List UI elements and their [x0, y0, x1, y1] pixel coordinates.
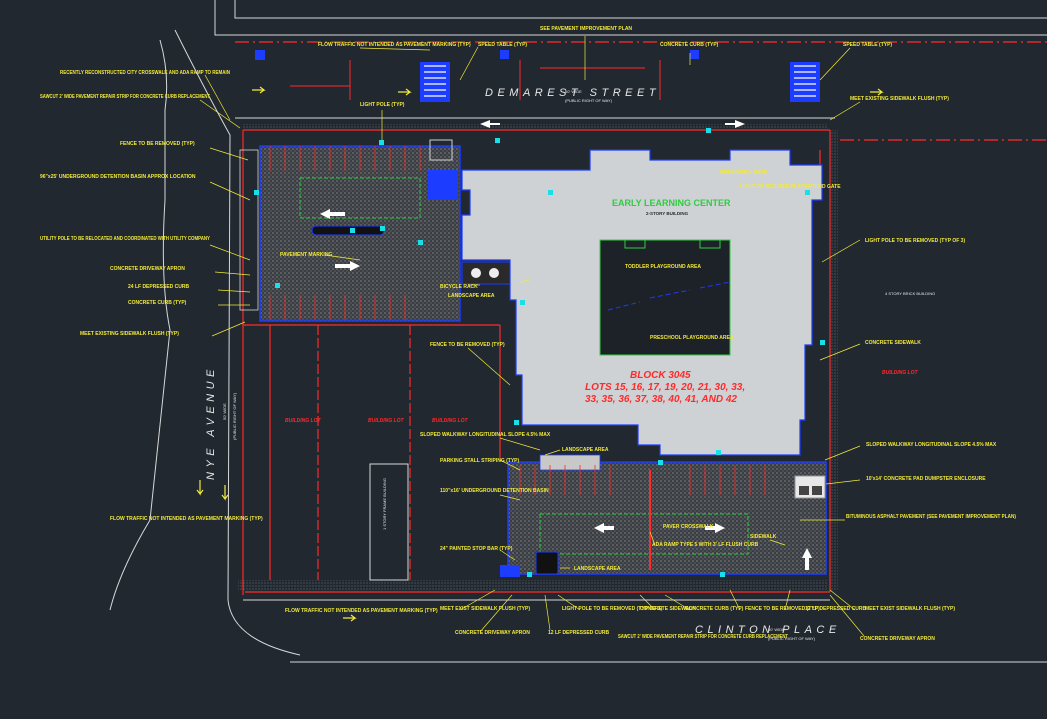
callout-landscape-area-1: LANDSCAPE AREA [448, 293, 495, 299]
callout-parking-stall: PARKING STALL STRIPING (TYP) [440, 458, 520, 464]
callout-emergency-gate: EMERGENCY GATE [720, 170, 768, 176]
flow-arrow-icon [480, 120, 500, 128]
callout-flow-traffic-sw: FLOW TRAFFIC NOT INTENDED AS PAVEMENT MA… [285, 608, 438, 614]
callout-landscape-area-2: LANDSCAPE AREA [562, 447, 609, 453]
callout-driveway-apron-s: CONCRETE DRIVEWAY APRON [455, 630, 530, 636]
callout-asphalt: BITUMINOUS ASPHALT PAVEMENT (SEE PAVEMEN… [846, 514, 1016, 520]
callout-landscape-area-3: LANDSCAPE AREA [574, 566, 621, 572]
light-poles [254, 128, 825, 577]
street-note-demarest: (PUBLIC RIGHT OF WAY) [565, 98, 613, 103]
toddler-playground-label: TODDLER PLAYGROUND AREA [625, 264, 701, 270]
street-name-nye: NYE AVENUE [205, 365, 217, 480]
callout-fence-remove-mid: FENCE TO BE REMOVED (TYP) [430, 342, 505, 348]
callout-sloped-walkway-e: SLOPED WALKWAY LONGITUDINAL SLOPE 4.5% M… [866, 442, 997, 448]
callout-meet-existing-w: MEET EXISTING SIDEWALK FLUSH (TYP) [80, 331, 179, 337]
street-width-clinton: 50' WIDE [768, 627, 785, 632]
building-footprint [429, 139, 823, 471]
preschool-playground-label: PRESCHOOL PLAYGROUND AREA [650, 335, 734, 341]
brick-building-label: 4 STORY BRICK BUILDING [885, 291, 935, 296]
callout-light-pole-remove-e: LIGHT POLE TO BE REMOVED (TYP OF 3) [865, 238, 965, 244]
crosswalks [255, 50, 820, 577]
flow-arrow-icon [320, 209, 345, 219]
building-name: EARLY LEARNING CENTER [612, 198, 731, 208]
sidewalk-stipple [238, 124, 838, 590]
callout-flow-traffic-w: FLOW TRAFFIC NOT INTENDED AS PAVEMENT MA… [110, 516, 263, 522]
lots-line-2: 33, 35, 36, 37, 38, 40, 41, AND 42 [585, 394, 737, 405]
callout-sawcut-top: SAWCUT 2' WIDE PAVEMENT REPAIR STRIP FOR… [40, 94, 210, 100]
flow-arrow-icon [335, 261, 360, 271]
callout-meet-existing-se: MEET EXIST SIDEWALK FLUSH (TYP) [865, 606, 955, 612]
callout-fence-remove-nw: FENCE TO BE REMOVED (TYP) [120, 141, 195, 147]
neighbor-lot-east: BUILDING LOT [882, 370, 918, 376]
street-width-nye: 50' WIDE [222, 403, 227, 420]
street-flow-arrows [196, 86, 884, 622]
frame-building [369, 463, 409, 581]
callout-playground-access: LIGHT OF SECURED PLAYGROUND GATE [740, 184, 841, 190]
callout-concrete-sidewalk-e: CONCRETE SIDEWALK [865, 340, 921, 346]
lots-line-1: LOTS 15, 16, 17, 19, 20, 21, 30, 33, [585, 382, 745, 393]
road-edges [109, 0, 1047, 663]
callout-flow-traffic-top: FLOW TRAFFIC NOT INTENDED AS PAVEMENT MA… [318, 42, 471, 48]
flow-arrow-icon [725, 120, 745, 128]
street-dimensions [290, 60, 661, 100]
callout-reconstructed: RECENTLY RECONSTRUCTED CITY CROSSWALK AN… [60, 70, 230, 76]
street-note-nye: (PUBLIC RIGHT OF WAY) [232, 392, 237, 440]
callout-stop-bar: 24" PAINTED STOP BAR (TYP) [440, 546, 513, 552]
callout-speed-table-1: SPEED TABLE (TYP) [478, 42, 527, 48]
neighbor-lot-a: BUILDING LOT [285, 418, 321, 424]
flow-arrow-icon [594, 523, 614, 533]
callout-depressed-curb-se: 12 LF DEPRESSED CURB [805, 606, 867, 612]
callout-speed-table-2: SPEED TABLE (TYP) [843, 42, 892, 48]
callout-meet-existing-s1: MEET EXIST SIDEWALK FLUSH (TYP) [440, 606, 530, 612]
callout-utility-pole: UTILITY POLE TO BE RELOCATED AND COORDIN… [40, 236, 211, 242]
callout-detention-s: 110"x16' UNDERGROUND DETENTION BASIN [440, 488, 549, 494]
callout-crosswalk: PAVER CROSSWALK [663, 524, 714, 530]
callout-pavement-marking: PAVEMENT MARKING [280, 252, 332, 258]
callout-bicycle-rack: BICYCLE RACK [440, 284, 478, 290]
street-note-clinton: (PUBLIC RIGHT OF WAY) [768, 636, 816, 641]
neighbor-lot-b: BUILDING LOT [368, 418, 404, 424]
callout-depressed-curb-w: 24 LF DEPRESSED CURB [128, 284, 190, 290]
callout-concrete-sidewalk-s: CONCRETE SIDEWALK [640, 606, 696, 612]
callout-light-pole-remove-s: LIGHT POLE TO BE REMOVED (TYP OF 3) [562, 606, 662, 612]
callout-ada-ramp: ADA RAMP TYPE 5 WITH 3' LF FLUSH CURB [652, 542, 759, 548]
leader-lines [199, 36, 865, 637]
neighbor-lot-c: BUILDING LOT [432, 418, 468, 424]
flow-arrow-icon [705, 523, 725, 533]
flow-arrow-icon [802, 548, 812, 570]
callout-concrete-curb-w: CONCRETE CURB (TYP) [128, 300, 187, 306]
block-number: BLOCK 3045 [630, 370, 691, 381]
building-stories: 2-STORY BUILDING [646, 211, 689, 216]
callout-driveway-apron-se: CONCRETE DRIVEWAY APRON [860, 636, 935, 642]
street-width-demarest: 60' WIDE [565, 89, 582, 94]
callout-sidewalk: SIDEWALK [750, 534, 777, 540]
callout-concrete-curb-s: CONCRETE CURB (TYP) [685, 606, 744, 612]
callout-dumpster: 10'x14' CONCRETE PAD DUMPSTER ENCLOSURE [866, 476, 986, 482]
street-name-demarest: DEMAREST STREET [485, 87, 660, 99]
callout-concrete-curb-top: CONCRETE CURB (TYP) [660, 42, 719, 48]
callout-fence-remove-s: FENCE TO BE REMOVED (TYP) [745, 606, 820, 612]
callout-detention-nw: 96"x25' UNDERGROUND DETENTION BASIN APPR… [40, 174, 196, 180]
callout-depressed-curb-s: 12 LF DEPRESSED CURB [548, 630, 610, 636]
street-name-clinton: CLINTON PLACE [695, 624, 841, 636]
frame-building-label: 1 STORY FRAME BUILDING [382, 478, 387, 530]
toddler-playground [599, 239, 731, 356]
callout-meet-existing-ne: MEET EXISTING SIDEWALK FLUSH (TYP) [850, 96, 949, 102]
callout-light-pole: LIGHT POLE (TYP) [360, 102, 405, 108]
flow-arrows [320, 120, 812, 570]
callout-see-pavement: SEE PAVEMENT IMPROVEMENT PLAN [540, 26, 632, 32]
callout-sawcut-s: SAWCUT 2' WIDE PAVEMENT REPAIR STRIP FOR… [618, 634, 788, 640]
callout-driveway-apron-w: CONCRETE DRIVEWAY APRON [110, 266, 185, 272]
parking-areas [239, 145, 827, 575]
south-parking-lot [507, 461, 827, 575]
callout-sloped-walkway-w: SLOPED WALKWAY LONGITUDINAL SLOPE 4.5% M… [420, 432, 551, 438]
